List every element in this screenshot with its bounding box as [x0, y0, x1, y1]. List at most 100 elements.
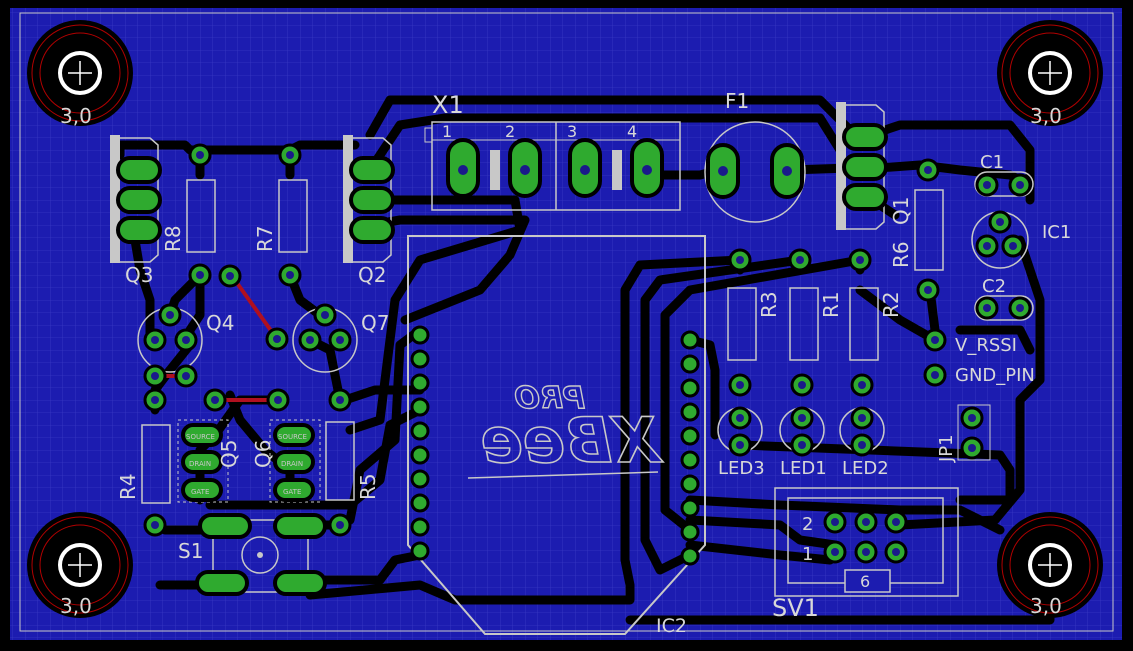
- xbee-pin-pad: [410, 349, 430, 369]
- r5-resistor[interactable]: [325, 421, 355, 501]
- r2-resistor[interactable]: [849, 287, 879, 361]
- r5-label: R5: [356, 473, 380, 500]
- led1-label: LED1: [780, 458, 827, 479]
- s1-label: S1: [178, 539, 203, 563]
- x1-pin3-label: 3: [567, 122, 577, 141]
- xbee-pin-pad: [680, 450, 700, 470]
- pad-drill: [968, 414, 976, 422]
- r4-label: R4: [116, 473, 140, 500]
- pad-drill: [736, 414, 744, 422]
- r3-resistor[interactable]: [727, 287, 757, 361]
- pad-drill: [983, 304, 991, 312]
- xbee-pin-pad: [680, 354, 700, 374]
- gnd-pin-label: GND_PIN: [955, 365, 1035, 386]
- mount-hole-label: 3,0: [60, 594, 92, 618]
- r6-resistor[interactable]: [914, 189, 944, 271]
- pad-drill: [798, 414, 806, 422]
- r8-label: R8: [161, 225, 185, 252]
- pad-drill: [151, 521, 159, 529]
- pad-drill: [182, 336, 190, 344]
- pad-drill: [286, 271, 294, 279]
- q6-drain-text: DRAIN: [281, 460, 303, 468]
- pad-drill: [151, 336, 159, 344]
- pad-drill: [274, 396, 282, 404]
- c1-capacitor[interactable]: C1: [974, 152, 1034, 197]
- q5-source-text: SOURCE: [186, 433, 215, 441]
- pad-drill: [798, 381, 806, 389]
- f1-fuse[interactable]: F1: [704, 89, 806, 223]
- pad-drill: [858, 441, 866, 449]
- q4-label: Q4: [206, 311, 234, 335]
- xbee-pin-pad: [680, 522, 700, 542]
- ic2-label: IC2: [656, 615, 687, 637]
- x1-pin1-label: 1: [442, 122, 452, 141]
- pad-drill: [924, 166, 932, 174]
- ic1-label: IC1: [1042, 222, 1071, 243]
- mount-hole-bottom-right: 3,0: [997, 512, 1103, 618]
- xbee-pin-pad: [410, 397, 430, 417]
- q7-label: Q7: [361, 311, 389, 335]
- q5-mosfet[interactable]: SOURCE DRAIN GATE Q5: [177, 419, 241, 503]
- pad-drill: [182, 372, 190, 380]
- pad-drill: [856, 256, 864, 264]
- c2-label: C2: [982, 276, 1006, 297]
- x1-pin2-label: 2: [505, 122, 515, 141]
- pad-drill: [831, 548, 839, 556]
- pad-drill: [736, 381, 744, 389]
- mount-hole-label: 3,0: [1030, 594, 1062, 618]
- pad-drill: [336, 336, 344, 344]
- pad-drill: [796, 256, 804, 264]
- s1-switch[interactable]: S1: [178, 513, 327, 596]
- pad-drill: [226, 272, 234, 280]
- q2-transistor[interactable]: Q2: [343, 135, 395, 287]
- mount-hole-label: 3,0: [60, 104, 92, 128]
- r6-label: R6: [889, 241, 913, 268]
- pad-drill: [892, 518, 900, 526]
- sv1-row2-label: 2: [802, 514, 813, 535]
- q2-label: Q2: [358, 263, 386, 287]
- mount-hole-top-left: 3,0: [27, 20, 133, 128]
- jp1-jumper[interactable]: JP1: [936, 404, 991, 463]
- jp1-label: JP1: [936, 434, 957, 463]
- ic2-xbee-module[interactable]: IC2 XBee PRO: [407, 235, 706, 637]
- q6-gate-text: GATE: [283, 488, 301, 496]
- q3-transistor[interactable]: Q3: [110, 135, 162, 287]
- mount-hole-top-right: 3,0: [997, 20, 1103, 128]
- r2-label: R2: [879, 291, 903, 318]
- x1-label: X1: [432, 91, 464, 119]
- sv1-header[interactable]: 6 2 1 SV1: [772, 487, 959, 622]
- q5-drain-text: DRAIN: [189, 460, 211, 468]
- pad-drill: [983, 181, 991, 189]
- pad-drill: [196, 271, 204, 279]
- pad-drill: [151, 372, 159, 380]
- pad-drill: [336, 521, 344, 529]
- v-rssi-label: V_RSSI: [955, 335, 1017, 356]
- pad-drill: [151, 396, 159, 404]
- c1-label: C1: [980, 152, 1004, 173]
- q3-label: Q3: [125, 263, 153, 287]
- r1-resistor[interactable]: [789, 287, 819, 361]
- xbee-logo-text: XBee: [481, 404, 664, 477]
- pad-drill: [858, 414, 866, 422]
- q5-gate-text: GATE: [191, 488, 209, 496]
- r4-resistor[interactable]: [141, 424, 171, 504]
- pad-drill: [1009, 242, 1017, 250]
- x1-pin4-label: 4: [627, 122, 637, 141]
- q6-mosfet[interactable]: SOURCE DRAIN GATE Q6: [251, 419, 321, 503]
- pad-drill: [968, 444, 976, 452]
- r8-resistor[interactable]: [186, 179, 216, 253]
- q6-source-text: SOURCE: [278, 433, 307, 441]
- sv1-pin-number: 6: [860, 572, 870, 591]
- pad-drill: [862, 548, 870, 556]
- regulator-strip[interactable]: [836, 102, 888, 230]
- r7-resistor[interactable]: [278, 179, 308, 253]
- pad-drill: [211, 396, 219, 404]
- xbee-pin-pad: [410, 421, 430, 441]
- r1-label: R1: [819, 291, 843, 318]
- xbee-pin-pad: [680, 546, 700, 566]
- q6-label: Q6: [251, 440, 275, 468]
- pad-drill: [336, 396, 344, 404]
- c2-capacitor[interactable]: C2: [974, 276, 1034, 321]
- mount-hole-label: 3,0: [1030, 104, 1062, 128]
- x1-terminal-block[interactable]: X1 1 2 3 4: [424, 91, 681, 211]
